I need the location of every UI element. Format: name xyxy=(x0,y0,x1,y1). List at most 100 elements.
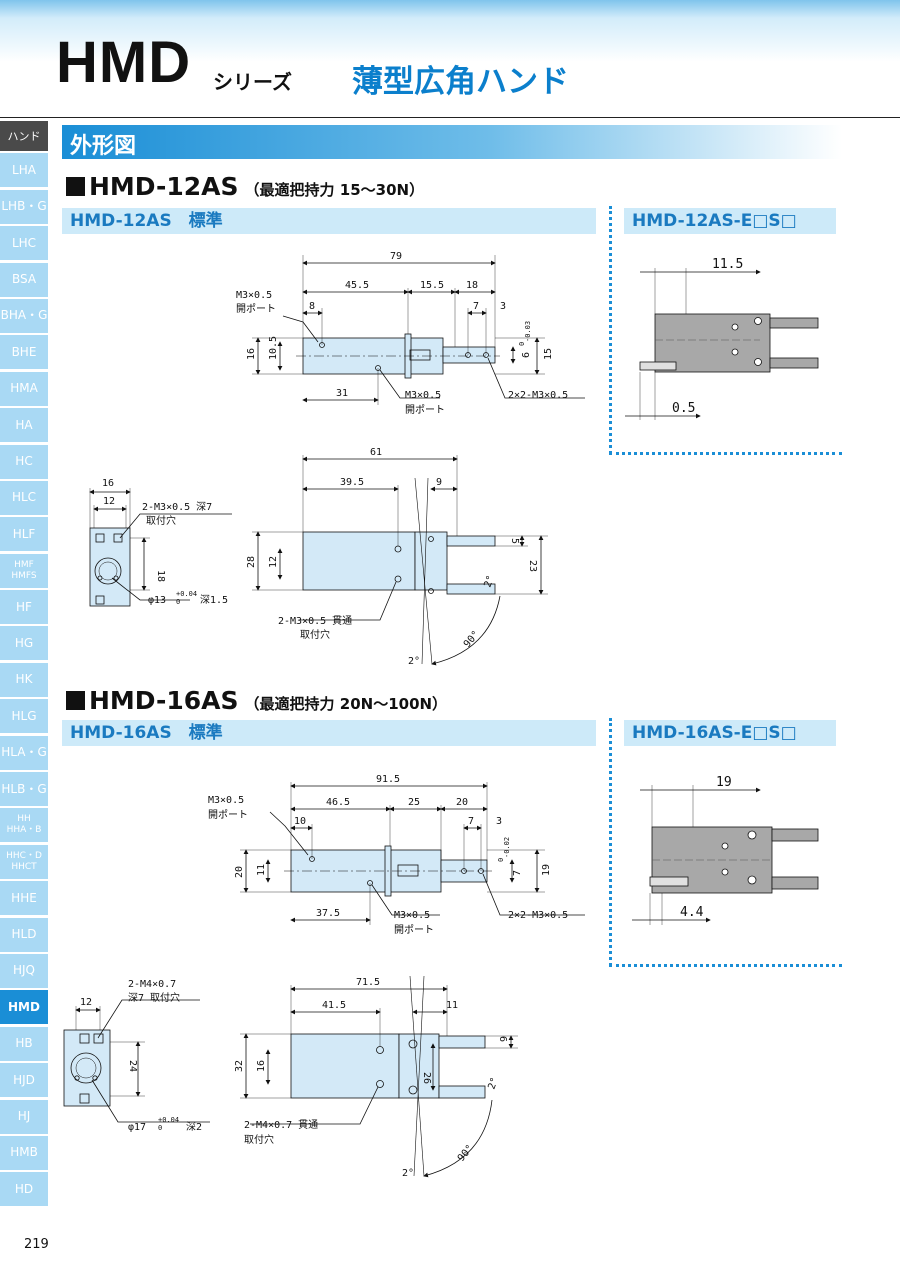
end-view-2-labels: 12 24 2-M4×0.7 深7 取付穴 φ17 +0.04 0 深2 xyxy=(80,979,202,1133)
side-view-1-labels: 61 39.5 9 5 28 12 23 2° 2° 90° 2-M3×0.5 … xyxy=(246,447,538,667)
model-name: HMD-12AS xyxy=(89,172,239,201)
sidebar-tab-hj[interactable]: HJ xyxy=(0,1099,48,1134)
note-label: 2×2-M3×0.5 xyxy=(508,390,568,401)
dim-label: 12 xyxy=(80,997,92,1008)
note-label: 2-M3×0.5 貫通 xyxy=(278,615,352,627)
dim-label: 16 xyxy=(102,478,114,489)
end-view-1-labels: 16 12 18 2-M3×0.5 深7 取付穴 φ13 +0.04 0 深1.… xyxy=(102,478,228,606)
tolerance-lower: -0.02 xyxy=(503,837,511,858)
sidebar-tab-hc[interactable]: HC xyxy=(0,444,48,479)
sidebar-tab-hg[interactable]: HG xyxy=(0,626,48,661)
sidebar-tab-ha[interactable]: HA xyxy=(0,408,48,443)
tolerance-lower: -0.03 xyxy=(524,321,532,342)
sidebar-tab-lhbg[interactable]: LHB・G xyxy=(0,189,48,224)
sidebar-tab-hjq[interactable]: HJQ xyxy=(0,953,48,988)
tolerance-upper: +0.04 xyxy=(176,590,197,598)
standard-subhead-2: HMD-16AS 標準 xyxy=(62,720,596,746)
tolerance-lower: 0 xyxy=(158,1124,162,1132)
dim-label: 7 xyxy=(468,816,474,827)
dim-label: 2° xyxy=(486,1076,500,1091)
dim-label: 41.5 xyxy=(322,1000,346,1011)
option-view-2-labels: 19 4.4 xyxy=(680,775,732,920)
sidebar-tab-hjd[interactable]: HJD xyxy=(0,1063,48,1098)
end-view-1 xyxy=(89,488,232,607)
dim-label: 18 xyxy=(155,570,166,582)
dim-label: 2° xyxy=(402,1168,414,1179)
sidebar-tab-hlc[interactable]: HLC xyxy=(0,480,48,515)
note-label: 開ポート xyxy=(208,809,248,821)
dim-label: 19 xyxy=(541,864,552,876)
dim-label: 20 xyxy=(456,797,468,808)
model-name: HMD-16AS xyxy=(89,686,239,715)
note-label: 開ポート xyxy=(236,303,276,315)
dim-label: 11.5 xyxy=(712,257,743,272)
dim-label: 16 xyxy=(256,1060,267,1072)
sidebar-tab-hd[interactable]: HD xyxy=(0,1172,48,1207)
note-label: 2-M4×0.7 貫通 xyxy=(244,1119,318,1131)
dotted-divider xyxy=(609,718,612,966)
dim-label: 15.5 xyxy=(420,280,444,291)
option-view-2 xyxy=(632,785,819,925)
sidebar-tab-hmb[interactable]: HMB xyxy=(0,1135,48,1170)
dim-label: 90° xyxy=(462,629,482,650)
standard-subhead-1: HMD-12AS 標準 xyxy=(62,208,596,234)
top-view-1 xyxy=(252,255,585,405)
note-label: 2-M3×0.5 深7 xyxy=(142,501,212,513)
side-view-2-labels: 71.5 41.5 11 6 32 16 26 2° 2° 90° 2-M4×0… xyxy=(234,977,508,1179)
dim-label: 6 xyxy=(521,352,532,358)
sidebar-tab-hk[interactable]: HK xyxy=(0,662,48,697)
tolerance-upper: 0 xyxy=(518,342,526,346)
top-view-1-labels: 79 45.5 15.5 18 8 7 3 10.5 16 6 0 -0.03 … xyxy=(236,251,568,416)
option-view-1 xyxy=(625,268,819,420)
dim-label: 3 xyxy=(496,816,502,827)
sidebar-tab-hhe[interactable]: HHE xyxy=(0,881,48,916)
square-bullet-icon xyxy=(66,691,85,710)
sidebar-tab-bhag[interactable]: BHA・G xyxy=(0,298,48,333)
dim-label: 23 xyxy=(527,560,538,572)
dim-label: 7 xyxy=(473,301,479,312)
sidebar-tab-bhe[interactable]: BHE xyxy=(0,335,48,370)
sidebar-tab-lhc[interactable]: LHC xyxy=(0,226,48,261)
note-label: M3×0.5 xyxy=(394,910,430,921)
sidebar-tab-hlg[interactable]: HLG xyxy=(0,699,48,734)
note-label: 深7 取付穴 xyxy=(128,991,180,1004)
side-view-2 xyxy=(240,975,518,1178)
sidebar-tab-hmd[interactable]: HMD xyxy=(0,990,48,1025)
sidebar-tab-hf[interactable]: HF xyxy=(0,590,48,625)
dim-label: 5 xyxy=(509,538,520,544)
top-view-2-labels: 91.5 46.5 25 20 10 7 3 20 11 7 0 -0.02 1… xyxy=(208,774,568,936)
dim-label: 8 xyxy=(309,301,315,312)
sidebar-tab-bsa[interactable]: BSA xyxy=(0,262,48,297)
dim-label: 16 xyxy=(246,348,257,360)
sidebar-tab-hmfhmfs[interactable]: HMF HMFS xyxy=(0,553,48,588)
sidebar-tab-hlf[interactable]: HLF xyxy=(0,517,48,552)
end-view-2 xyxy=(63,999,210,1123)
dim-label: 12 xyxy=(103,496,115,507)
dim-label: 28 xyxy=(246,556,257,568)
sidebar-tab-hlag[interactable]: HLA・G xyxy=(0,735,48,770)
model-note: （最適把持力 20N〜100N） xyxy=(244,695,448,713)
sidebar-tab-hld[interactable]: HLD xyxy=(0,917,48,952)
sidebar-tab-hb[interactable]: HB xyxy=(0,1026,48,1061)
note-label: φ17 xyxy=(128,1122,146,1133)
dim-label: 25 xyxy=(408,797,420,808)
model-note: （最適把持力 15〜30N） xyxy=(244,181,425,199)
dim-label: 12 xyxy=(268,556,279,568)
dim-label: 39.5 xyxy=(340,477,364,488)
dim-label: 0.5 xyxy=(672,401,695,416)
sidebar-tab-hhhhab[interactable]: HH HHA・B xyxy=(0,808,48,843)
dim-label: 45.5 xyxy=(345,280,369,291)
dotted-divider xyxy=(609,452,842,455)
sidebar-tab-hhcdhhct[interactable]: HHC・D HHCT xyxy=(0,844,48,879)
dim-label: 10.5 xyxy=(268,336,279,360)
series-description: 薄型広角ハンド xyxy=(352,64,569,100)
sidebar-tab-hlbg[interactable]: HLB・G xyxy=(0,772,48,807)
page-number: 219 xyxy=(24,1237,49,1252)
sidebar-tab-lha[interactable]: LHA xyxy=(0,153,48,188)
dim-label: 11 xyxy=(256,864,267,876)
option-view-1-labels: 11.5 0.5 xyxy=(672,257,743,416)
note-label: M3×0.5 xyxy=(236,290,272,301)
sidebar-tab-hma[interactable]: HMA xyxy=(0,371,48,406)
